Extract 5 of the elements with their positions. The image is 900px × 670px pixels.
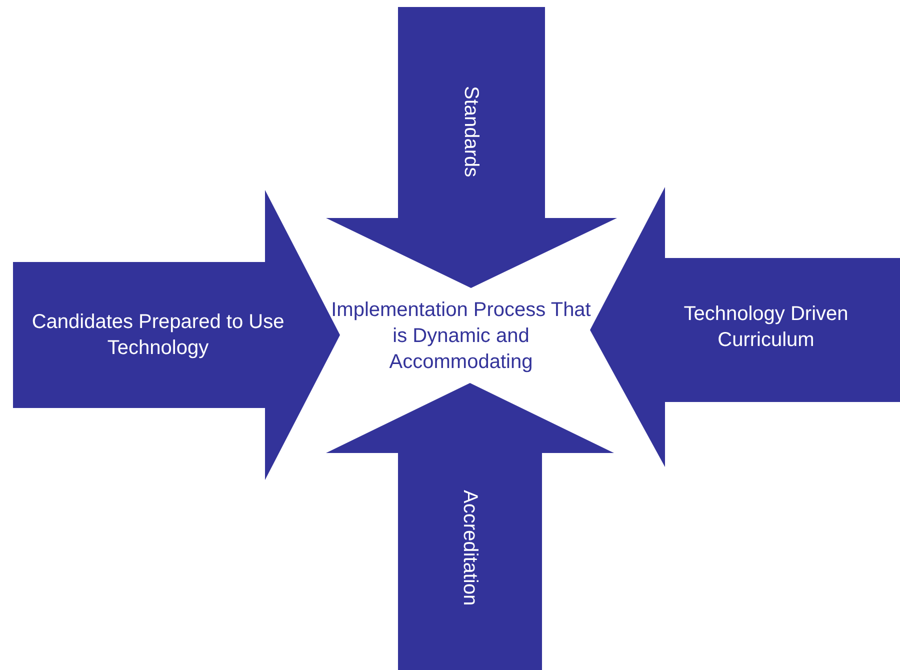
arrow-label: Candidates Prepared to Use Technology xyxy=(30,310,286,361)
center-label: Implementation Process That is Dynamic and Accommodating xyxy=(330,298,592,375)
arrow-label: Standards xyxy=(459,86,483,178)
arrow-label: Accreditation xyxy=(458,490,482,606)
arrow-label: Technology Driven Curriculum xyxy=(682,302,850,353)
